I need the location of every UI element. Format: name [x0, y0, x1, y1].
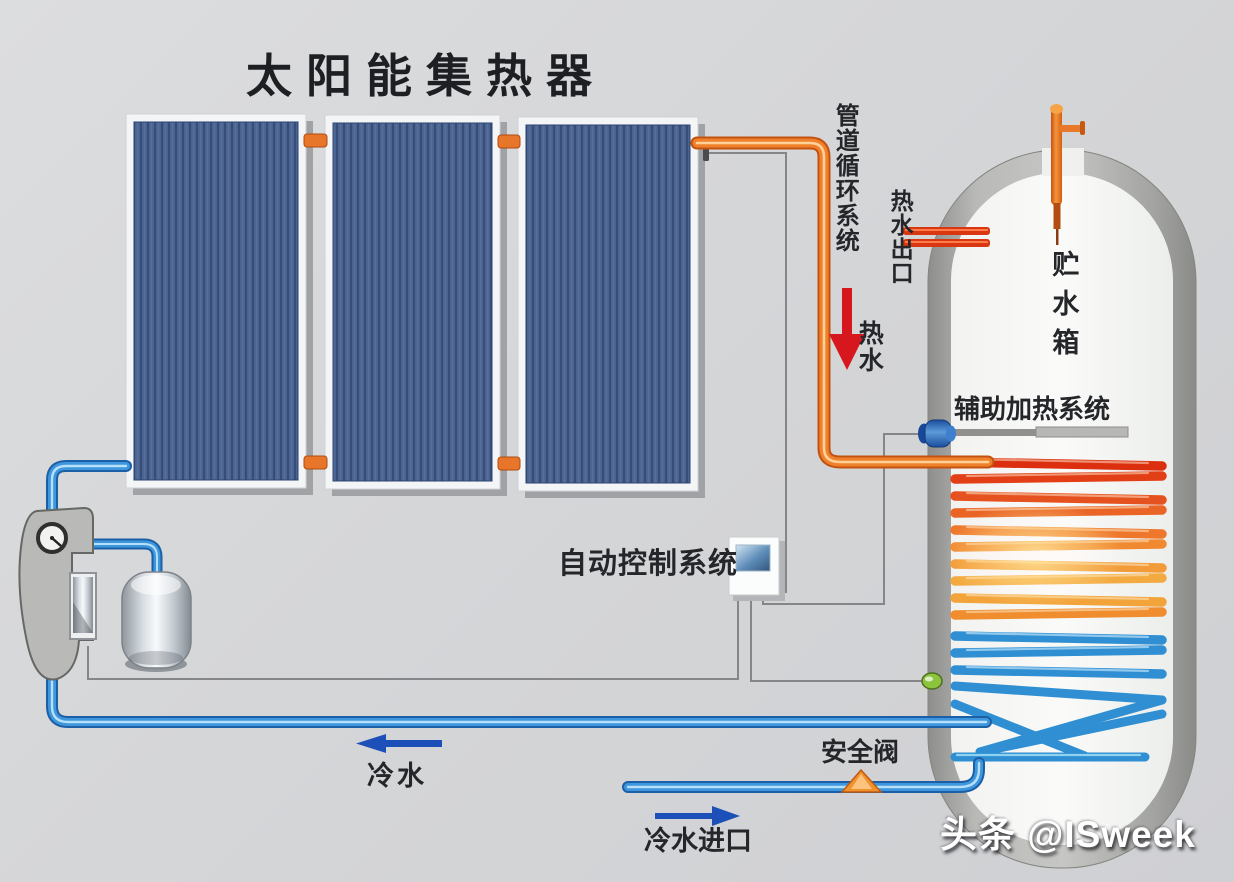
auxiliary-heating-element	[944, 426, 1129, 438]
coil-heat-glow	[945, 501, 1125, 609]
wire-to-pump	[87, 595, 739, 680]
wire-to-tank-lower-sensor	[750, 595, 930, 682]
tank-vent-valve	[1050, 104, 1085, 245]
panel-connector-pipes	[303, 133, 521, 471]
storage-tank-label: 贮水箱	[1048, 250, 1079, 367]
tank-upper-sensor-valve	[918, 419, 956, 448]
watermark: 头条 @ISweek	[940, 814, 1196, 855]
cold-pipe-return	[52, 466, 986, 722]
safety-valve-icon	[840, 768, 883, 793]
auto-control-system-label: 自动控制系统	[558, 548, 739, 580]
safety-valve-label: 安全阀	[821, 737, 900, 767]
pipe-circulation-system-label: 管道循环系统	[831, 103, 859, 253]
coil-cold-section	[950, 631, 1167, 679]
solar-panel-2	[324, 114, 507, 496]
diagram-title: 太阳能集热器	[246, 50, 606, 102]
auxiliary-heating-system-label: 辅助加热系统	[954, 394, 1111, 424]
solar-panel-1	[125, 113, 313, 495]
pump-station	[18, 506, 97, 681]
solar-collector-array	[125, 113, 705, 498]
cold-inlet-flow-arrow-icon	[655, 806, 740, 826]
hot-water-outlet-label: 热水出口	[887, 189, 914, 285]
expansion-tank-pipe	[84, 544, 157, 576]
coil-bottom-zigzag	[950, 681, 1167, 762]
control-screen	[735, 544, 771, 572]
hot-water-flow-arrow-icon	[829, 288, 865, 370]
control-box	[728, 536, 785, 601]
tank-lower-sensor	[921, 672, 943, 690]
heating-coil	[945, 457, 1167, 762]
tank-top-notch	[1042, 148, 1084, 176]
expansion-tank	[121, 571, 192, 672]
cold-water-flow-arrow-icon	[356, 734, 442, 753]
cold-water-label: 冷水	[367, 761, 427, 791]
cold-water-inlet-pipe	[628, 763, 979, 787]
collector-sensor-wire	[707, 152, 787, 593]
solar-panel-3	[517, 116, 705, 498]
pressure-gauge-icon	[36, 522, 68, 554]
hot-water-outlet-pipe	[903, 227, 990, 247]
hot-water-label: 热水	[855, 320, 884, 374]
cold-water-inlet-label: 冷水进口	[644, 826, 752, 856]
